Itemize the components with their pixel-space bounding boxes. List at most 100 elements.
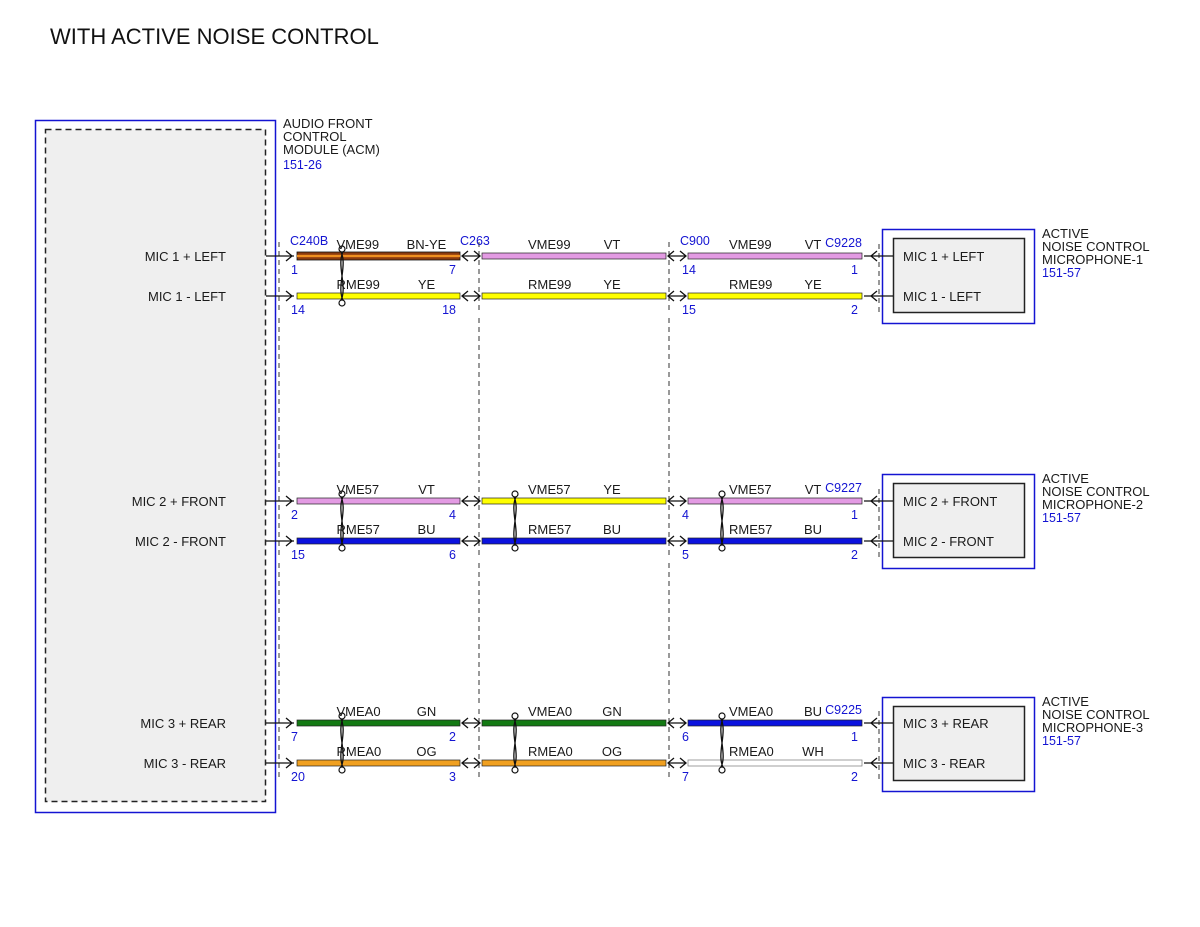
wire-segment: [687, 252, 863, 260]
wire-circuit-label: RMEA0: [729, 744, 774, 759]
twisted-pair-symbol: [339, 249, 345, 303]
twisted-pair-symbol: [512, 716, 518, 770]
microphone-pin-label: MIC 1 + LEFT: [903, 249, 984, 264]
twisted-pair-end: [718, 712, 726, 720]
wire-color-label: BU: [603, 522, 621, 537]
wire-circuit-label: RME57: [337, 522, 380, 537]
microphone-pin-label: MIC 1 - LEFT: [903, 289, 981, 304]
wire-circuit-label: RME99: [528, 277, 571, 292]
wire-segment: [296, 497, 461, 505]
wire-segment: [296, 759, 461, 767]
wire-circuit-label: VMEA0: [337, 704, 381, 719]
microphone-name-line: ACTIVE: [1042, 694, 1089, 709]
pin-number: 5: [682, 548, 689, 562]
wire-segment: [687, 719, 863, 727]
wire-segment: [481, 719, 667, 727]
connector-arrow: [285, 495, 294, 507]
wire-color-label: BU: [804, 522, 822, 537]
wire-segment: [687, 497, 863, 505]
microphone-name-line: MICROPHONE-2: [1042, 497, 1143, 512]
wire-circuit-label: RMEA0: [528, 744, 573, 759]
twisted-pair-end: [718, 766, 726, 774]
wire-color-label: YE: [804, 277, 822, 292]
twisted-pair-end: [511, 712, 519, 720]
wire-segment: [481, 252, 667, 260]
pin-number: 4: [682, 508, 689, 522]
twisted-pair-symbol: [512, 494, 518, 548]
pin-number: 15: [682, 303, 696, 317]
connector-arrow: [285, 757, 294, 769]
wire-segment: [687, 759, 863, 767]
pin-number: 4: [449, 508, 456, 522]
pin-number: 14: [682, 263, 696, 277]
wire-circuit-label: VMEA0: [729, 704, 773, 719]
wire-segment: [687, 537, 863, 545]
microphone-body: [892, 237, 1026, 314]
pin-number: 1: [851, 263, 858, 277]
twisted-pair-end: [338, 766, 346, 774]
microphone-pin-label: MIC 2 + FRONT: [903, 494, 997, 509]
twisted-pair-symbol: [719, 716, 725, 770]
pin-number: 14: [291, 303, 305, 317]
acm-module-body: [44, 128, 267, 803]
wire-color-label: YE: [418, 277, 436, 292]
connector-label-inline1: C263: [460, 234, 490, 248]
microphone-name-line: MICROPHONE-1: [1042, 252, 1143, 267]
pin-number: 6: [449, 548, 456, 562]
diagram-structure: [34, 119, 1036, 814]
wire-color-label: OG: [602, 744, 622, 759]
acm-pin-label: MIC 2 + FRONT: [132, 494, 226, 509]
wire-color-label: BU: [804, 704, 822, 719]
connector-arrow: [285, 290, 294, 302]
microphone-body: [892, 482, 1026, 559]
connector-arrow: [869, 757, 878, 769]
twisted-pair-end: [338, 712, 346, 720]
microphone-name-line: MICROPHONE-3: [1042, 720, 1143, 735]
microphone-name-line: ACTIVE: [1042, 471, 1089, 486]
wire-circuit-label: RME99: [729, 277, 772, 292]
pin-number: 2: [291, 508, 298, 522]
wire-segment: [296, 292, 461, 300]
wire-color-label: VT: [604, 237, 621, 252]
wire-color-label: OG: [416, 744, 436, 759]
connector-arrow: [869, 250, 878, 262]
pin-number: 6: [682, 730, 689, 744]
wire-circuit-label: VMEA0: [528, 704, 572, 719]
connector-arrow: [869, 495, 878, 507]
connector-label-acm: C240B: [290, 234, 328, 248]
twisted-pair-symbol: [719, 494, 725, 548]
twisted-pair-end: [511, 766, 519, 774]
connector-arrow: [869, 290, 878, 302]
wire-circuit-label: VME99: [528, 237, 571, 252]
microphone-connector-label: C9227: [825, 481, 862, 495]
acm-pin-label: MIC 3 + REAR: [140, 716, 226, 731]
wire-color-label: WH: [802, 744, 824, 759]
wire-circuit-label: RMEA0: [337, 744, 382, 759]
wire-circuit-label: VME57: [528, 482, 571, 497]
wire-segment: [481, 497, 667, 505]
twisted-pair-end: [338, 490, 346, 498]
microphone-pin-label: MIC 3 + REAR: [903, 716, 989, 731]
pin-number: 7: [449, 263, 456, 277]
wire-color-label: VT: [805, 482, 822, 497]
acm-pin-label: MIC 3 - REAR: [144, 756, 226, 771]
wire-color-label: VT: [805, 237, 822, 252]
pin-number: 2: [851, 303, 858, 317]
acm-pin-label: MIC 1 + LEFT: [145, 249, 226, 264]
wire-color-label: GN: [602, 704, 622, 719]
twisted-pair-end: [511, 490, 519, 498]
pin-number: 2: [851, 770, 858, 784]
pin-number: 15: [291, 548, 305, 562]
pin-number: 18: [442, 303, 456, 317]
wire-circuit-label: VME57: [337, 482, 380, 497]
twisted-pair-end: [338, 245, 346, 253]
microphone-reference: 151-57: [1042, 511, 1081, 525]
acm-name-line: CONTROL: [283, 129, 347, 144]
connector-arrow: [869, 535, 878, 547]
wire-circuit-label: RME57: [528, 522, 571, 537]
microphone-reference: 151-57: [1042, 266, 1081, 280]
acm-reference: 151-26: [283, 158, 322, 172]
microphone-pin-label: MIC 2 - FRONT: [903, 534, 994, 549]
pin-number: 1: [851, 730, 858, 744]
